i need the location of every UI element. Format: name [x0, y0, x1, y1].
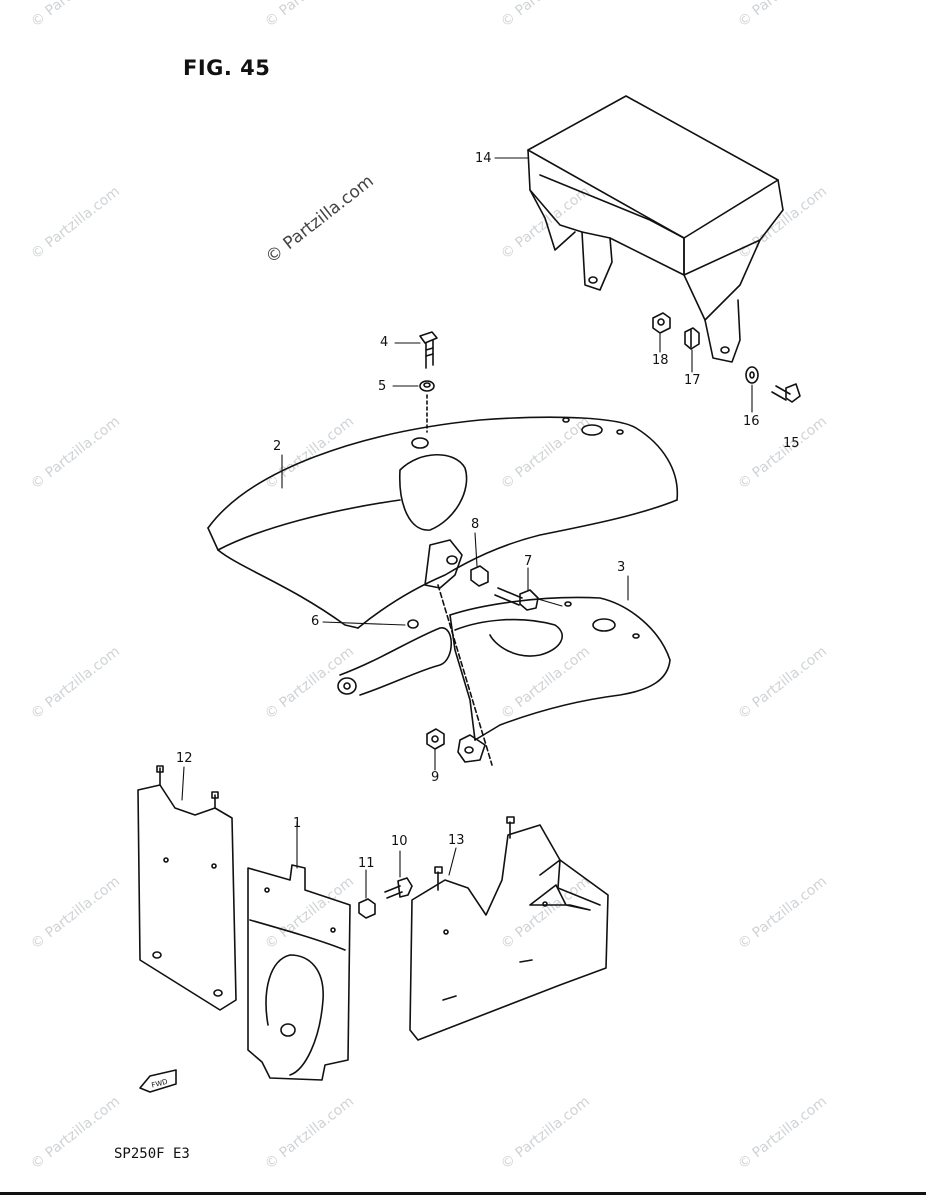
- callout-3: 3: [617, 560, 626, 575]
- model-code: SP250F E3: [114, 1146, 190, 1162]
- part-8-spacer: [470, 565, 489, 587]
- callout-6: 6: [311, 614, 320, 629]
- callout-2: 2: [273, 439, 282, 454]
- callout-4: 4: [380, 335, 389, 350]
- svg-text:FWD: FWD: [151, 1078, 169, 1090]
- fwd-arrow-icon: FWD: [139, 1069, 177, 1093]
- part-15-bolt: [771, 383, 801, 403]
- callout-5: 5: [378, 379, 387, 394]
- part-5-washer: [419, 380, 435, 392]
- bottom-rule: [0, 1192, 926, 1195]
- part-13-plate-bracket: [409, 816, 609, 1041]
- callout-15: 15: [783, 436, 800, 451]
- part-2-rear-fender: [207, 416, 679, 629]
- fig-title: FIG. 45: [183, 56, 271, 80]
- part-3-fender-bracket: [337, 584, 671, 766]
- callout-9: 9: [431, 770, 440, 785]
- part-10-bolt: [384, 877, 413, 899]
- part-1-plate: [247, 864, 351, 1081]
- leader-lines: [181, 157, 753, 899]
- callout-17: 17: [684, 373, 701, 388]
- callout-8: 8: [471, 517, 480, 532]
- callout-14: 14: [475, 151, 492, 166]
- callout-1: 1: [293, 816, 302, 831]
- callout-13: 13: [448, 833, 465, 848]
- part-9-nut: [426, 728, 445, 750]
- part-12-plate-bracket: [137, 765, 237, 1011]
- part-11-nut: [358, 898, 376, 919]
- part-17-collar: [684, 327, 700, 350]
- callout-18: 18: [652, 353, 669, 368]
- callout-7: 7: [524, 554, 533, 569]
- callout-16: 16: [743, 414, 760, 429]
- part-16-washer: [745, 366, 759, 384]
- part-18-nut: [652, 312, 671, 334]
- callout-12: 12: [176, 751, 193, 766]
- part-7-bolt: [494, 587, 539, 611]
- part-14-seat-cowl: [527, 95, 784, 363]
- callout-11: 11: [358, 856, 375, 871]
- callout-10: 10: [391, 834, 408, 849]
- part-4-bolt: [419, 331, 438, 369]
